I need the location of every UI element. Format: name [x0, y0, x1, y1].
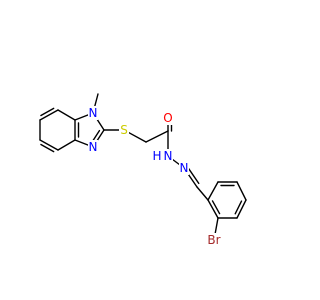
bond-aryl-2-double	[234, 200, 243, 215]
bond-aryl-1	[236, 181, 247, 201]
molecule-structure: N N S O N H N Br	[39, 93, 247, 247]
bond-ch2-co	[145, 130, 169, 143]
bond-aryl-4-double	[211, 200, 221, 215]
hydrazone-nitrogen-label: N	[180, 161, 189, 175]
bond-c7a-c7	[57, 109, 76, 121]
bond-aryl-4	[207, 199, 219, 219]
bond-aryl-2	[236, 199, 247, 219]
bond-aryl-5	[207, 181, 219, 201]
bond-ch-ipso	[196, 186, 209, 201]
thioether-sulfur-label: S	[120, 123, 128, 137]
bromine-label: Br	[207, 233, 220, 247]
bond-c4-c3a	[57, 139, 76, 151]
bond-c7-c6-double	[40, 107, 55, 117]
bond-c7-c6	[39, 109, 59, 121]
bond-c5-c4	[39, 139, 59, 151]
bond-c5-c4-double	[40, 143, 55, 153]
amide-nitrogen-label: N	[164, 149, 173, 163]
atom-label-layer: N N S O N H N Br	[88, 106, 223, 247]
n3-imine-nitrogen-label: N	[89, 140, 98, 154]
n1-methyl-nitrogen-label: N	[89, 106, 98, 120]
bond-n2-ch-double	[187, 166, 200, 185]
bond-layer	[39, 93, 247, 241]
carbonyl-oxygen-label: O	[163, 111, 172, 125]
amide-hydrogen-label: H	[152, 149, 161, 163]
